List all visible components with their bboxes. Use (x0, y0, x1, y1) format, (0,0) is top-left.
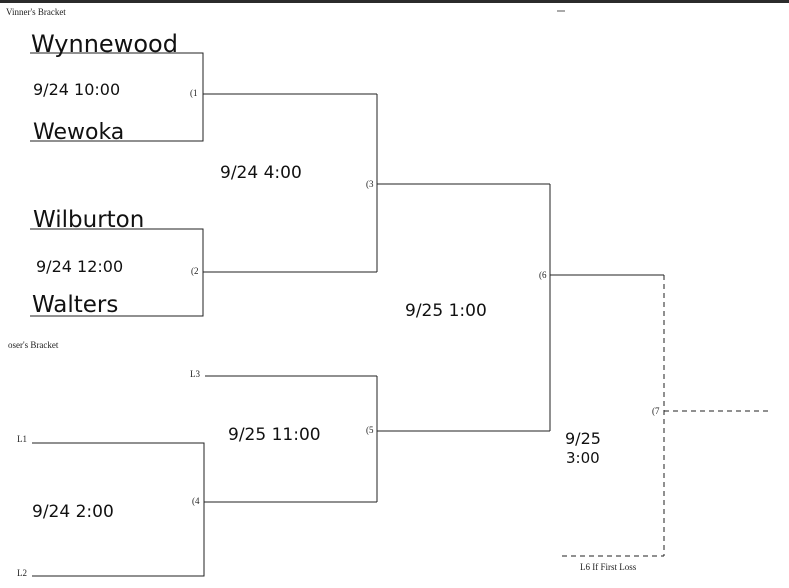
game-4-bracket-line (32, 442, 205, 577)
team-2-name: Wewoka (33, 120, 124, 145)
game-5-time: 9/25 11:00 (228, 425, 321, 445)
loser-slot-1-label: L1 (17, 434, 27, 444)
loser-slot-3-label: L3 (190, 369, 200, 379)
game-number-6: (6 (539, 270, 547, 280)
team-3-name: Wilburton (33, 207, 144, 233)
game-2-time: 9/24 12:00 (36, 257, 123, 276)
game-number-2: (2 (191, 266, 199, 276)
team-4-name: Walters (32, 292, 118, 318)
winners-bracket-heading: Vinner's Bracket (6, 7, 66, 17)
bracket-lines (30, 52, 664, 577)
game-6-time: 9/25 1:00 (405, 301, 487, 321)
if-first-loss-note: L6 If First Loss (580, 562, 637, 572)
losers-bracket-heading: oser's Bracket (8, 340, 59, 350)
game-7-date: 9/25 (565, 429, 601, 448)
window-top-border (0, 0, 789, 3)
game-1-bracket-line (30, 52, 204, 142)
game-1-time: 9/24 10:00 (33, 80, 120, 99)
game-number-3: (3 (366, 179, 374, 189)
team-1-name: Wynnewood (31, 30, 178, 58)
loser-slot-2-label: L2 (17, 568, 27, 578)
game-number-1: (1 (190, 88, 198, 98)
game-7-time: 3:00 (566, 449, 600, 467)
game-number-5: (5 (366, 425, 374, 435)
game-4-time: 9/24 2:00 (32, 502, 114, 522)
game-number-7: (7 (652, 406, 660, 416)
if-needed-lines (562, 275, 770, 557)
game-number-4: (4 (192, 496, 200, 506)
game-3-time: 9/24 4:00 (220, 163, 302, 183)
